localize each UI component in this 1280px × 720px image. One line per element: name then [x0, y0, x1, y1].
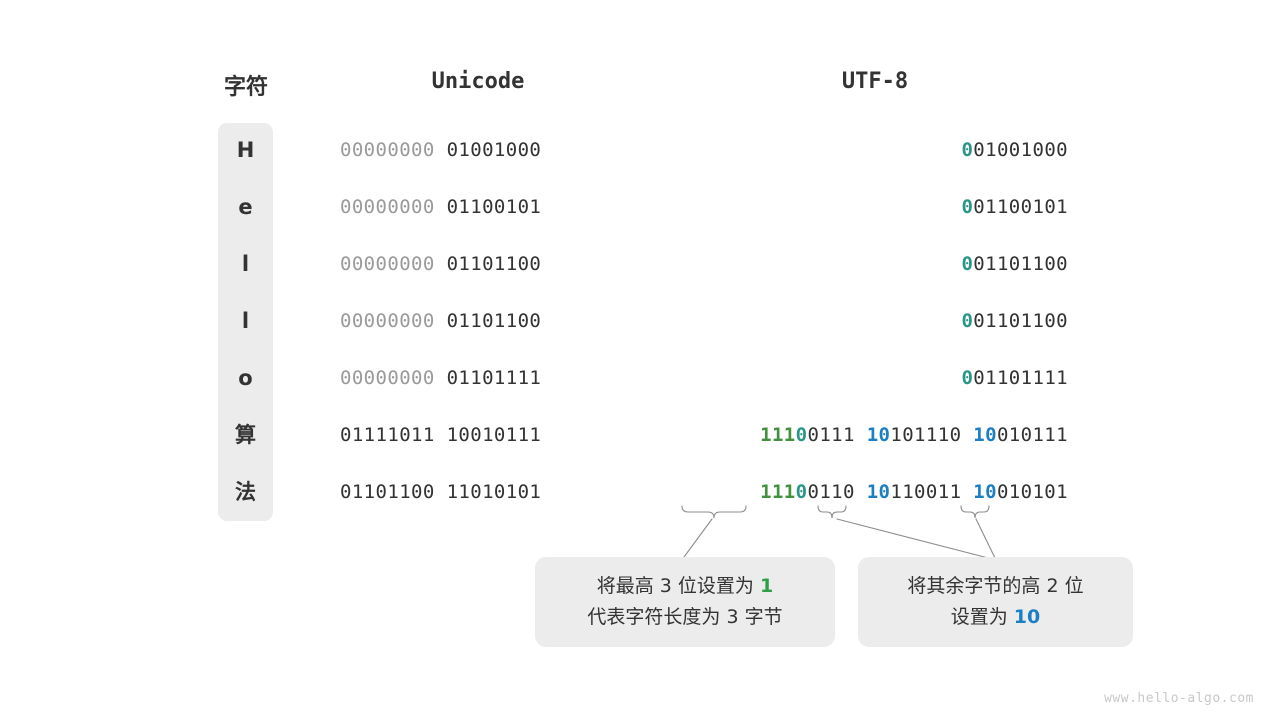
character-cell: l [241, 252, 250, 276]
unicode-cell: 00000000 01101111 [340, 366, 616, 390]
unicode-high-byte: 00000000 [340, 139, 435, 161]
character-cell: H [236, 138, 255, 162]
character-cell: 算 [235, 423, 256, 447]
leader-line-left [683, 518, 713, 558]
leader-line-right-b [975, 518, 997, 561]
unicode-low-byte: 01101100 [446, 253, 542, 275]
character-cell: e [238, 195, 253, 219]
leader-line-right-a [836, 518, 997, 561]
callout-left-line1-text: 将最高 3 位设置为 [596, 575, 760, 597]
utf8-leading-zero: 0 [961, 139, 974, 161]
unicode-low-byte: 01001000 [446, 139, 542, 161]
utf8-continuation-prefix: 10 [973, 481, 997, 503]
callout-continuation-prefix: 将其余字节的高 2 位 设置为 10 [858, 557, 1133, 647]
unicode-low-byte: 01101111 [446, 367, 542, 389]
callout-left-line1: 将最高 3 位设置为 1 [597, 571, 773, 602]
brace-byte3 [960, 505, 990, 519]
utf8-payload: 01101100 [973, 253, 1068, 275]
unicode-cell: 01101100 11010101 [340, 480, 616, 504]
utf8-byte1-payload: 0111 [807, 424, 855, 446]
unicode-high-byte: 00000000 [340, 253, 435, 275]
unicode-high-byte: 00000000 [340, 196, 435, 218]
character-cell: l [241, 309, 250, 333]
utf8-cell: 001001000 [368, 138, 1068, 162]
column-header-unicode: Unicode [431, 69, 525, 94]
watermark: www.hello-algo.com [1104, 691, 1254, 706]
utf8-leading-zero: 0 [961, 253, 974, 275]
unicode-low-byte: 01101100 [446, 310, 542, 332]
utf8-leading-zero: 0 [961, 196, 974, 218]
unicode-cell: 00000000 01101100 [340, 252, 616, 276]
unicode-high-byte: 01101100 [340, 481, 435, 503]
character-cell: o [238, 366, 253, 390]
unicode-cell: 01111011 10010111 [340, 423, 616, 447]
column-header-character: 字符 [223, 75, 268, 100]
utf8-byte2-payload: 110011 [890, 481, 962, 503]
utf8-leading-zero: 0 [961, 367, 974, 389]
unicode-cell: 00000000 01001000 [340, 138, 616, 162]
callout-right-line2: 设置为 10 [951, 602, 1041, 633]
utf8-payload: 01100101 [973, 196, 1068, 218]
callout-length-prefix: 将最高 3 位设置为 1 代表字符长度为 3 字节 [535, 557, 835, 647]
callout-left-line2: 代表字符长度为 3 字节 [587, 606, 783, 628]
utf8-continuation-prefix: 10 [866, 424, 891, 446]
utf8-byte2-payload: 101110 [890, 424, 962, 446]
character-column-panel [218, 123, 273, 521]
utf8-continuation-prefix: 10 [973, 424, 997, 446]
utf8-length-prefix: 111 [760, 424, 796, 446]
callout-right-line1: 将其余字节的高 2 位 [907, 575, 1084, 597]
utf8-cell: 001101100 [368, 309, 1068, 333]
utf8-length-prefix: 111 [760, 481, 796, 503]
utf8-cell: 001101100 [368, 252, 1068, 276]
unicode-high-byte: 01111011 [340, 424, 435, 446]
utf8-cell: 11100110 10110011 10010101 [368, 480, 1068, 504]
utf8-payload: 01101111 [973, 367, 1068, 389]
utf8-cell: 001101111 [368, 366, 1068, 390]
utf8-continuation-prefix: 10 [866, 481, 891, 503]
utf8-payload: 01101100 [973, 310, 1068, 332]
unicode-cell: 00000000 01100101 [340, 195, 616, 219]
utf8-cell: 11100111 10101110 10010111 [368, 423, 1068, 447]
unicode-low-byte: 10010111 [446, 424, 542, 446]
unicode-low-byte: 01100101 [446, 196, 542, 218]
callout-left-highlight: 1 [759, 575, 774, 597]
utf8-prefix-terminator: 0 [795, 481, 808, 503]
unicode-cell: 00000000 01101100 [340, 309, 616, 333]
utf8-byte3-payload: 010101 [996, 481, 1068, 503]
column-header-utf8: UTF-8 [841, 69, 909, 94]
utf8-leading-zero: 0 [961, 310, 974, 332]
brace-byte2 [817, 505, 847, 519]
utf8-payload: 01001000 [973, 139, 1068, 161]
unicode-high-byte: 00000000 [340, 310, 435, 332]
unicode-low-byte: 11010101 [446, 481, 542, 503]
brace-byte1 [681, 505, 747, 519]
character-cell: 法 [235, 480, 256, 504]
utf8-prefix-terminator: 0 [795, 424, 808, 446]
utf8-cell: 001100101 [368, 195, 1068, 219]
unicode-high-byte: 00000000 [340, 367, 435, 389]
utf8-byte1-payload: 0110 [807, 481, 855, 503]
callout-right-highlight: 10 [1013, 606, 1041, 628]
callout-right-line2-text: 设置为 [950, 606, 1014, 628]
utf8-byte3-payload: 010111 [996, 424, 1068, 446]
